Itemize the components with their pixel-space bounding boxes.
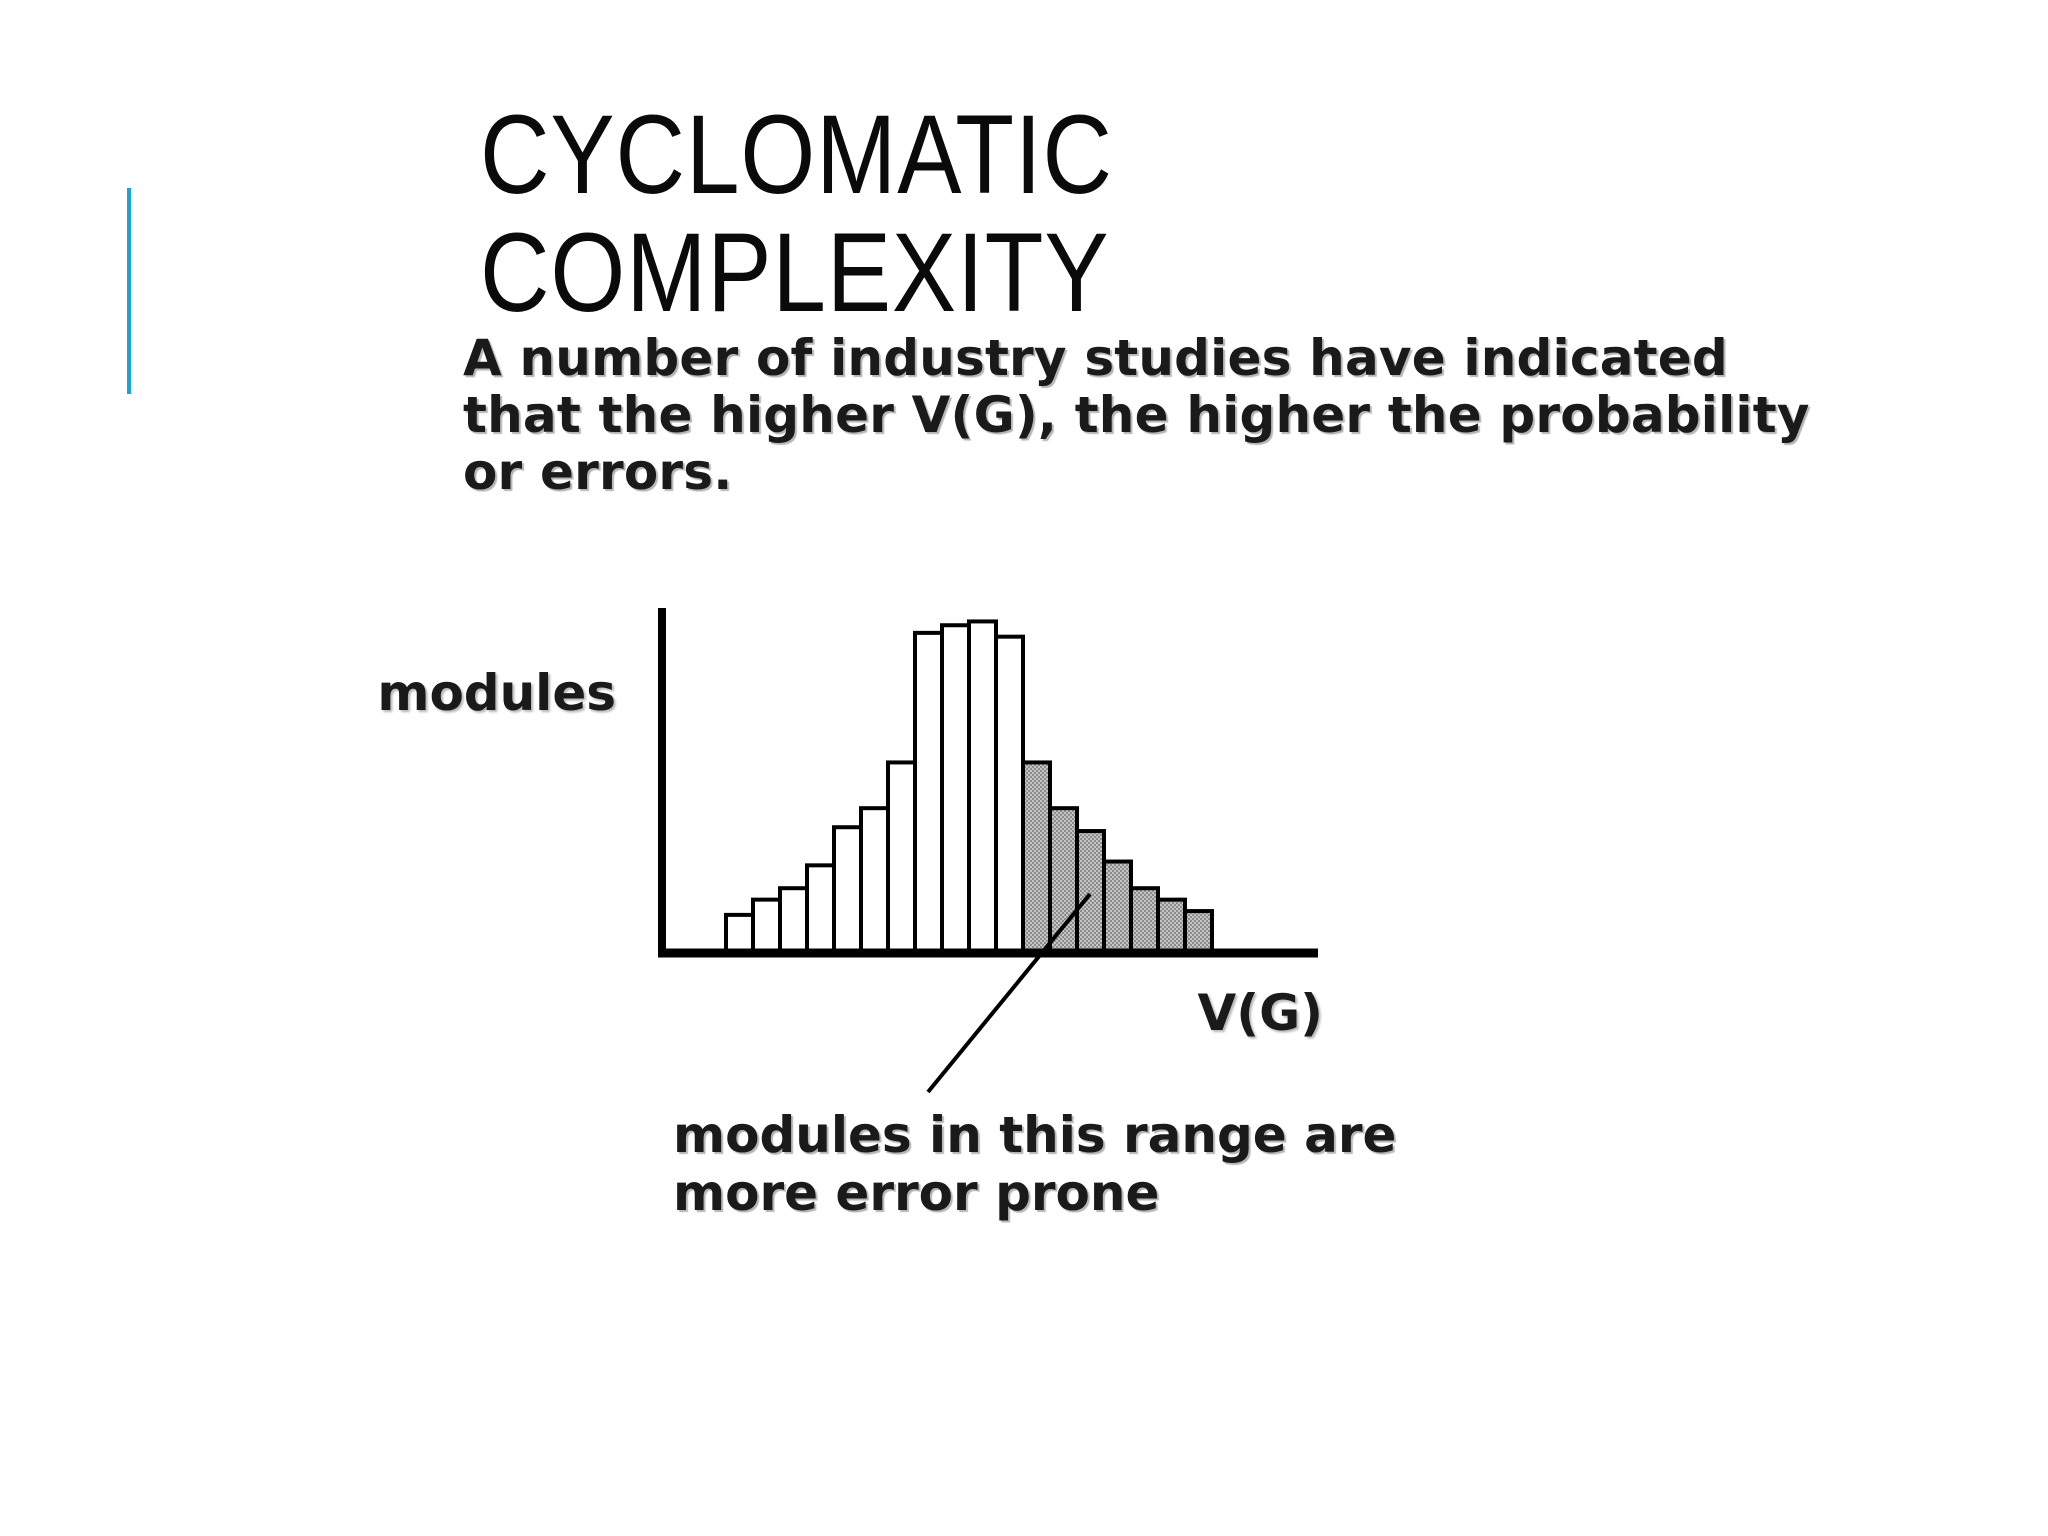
bar xyxy=(913,630,944,955)
bar xyxy=(940,623,971,955)
bar xyxy=(805,863,836,955)
bar xyxy=(751,897,782,956)
bar-error-prone xyxy=(1048,806,1079,956)
callout-text: modules in this range are more error pro… xyxy=(673,1106,1396,1222)
bar-error-prone xyxy=(1183,909,1214,955)
bar xyxy=(967,619,998,956)
bar-error-prone xyxy=(1156,897,1187,956)
bar-error-prone xyxy=(1021,760,1052,956)
callout-pointer-line xyxy=(926,892,1092,1094)
bar xyxy=(859,806,890,956)
bar xyxy=(832,825,863,956)
slide-title: CYCLOMATIC COMPLEXITY xyxy=(480,96,1113,332)
callout-line-2: more error prone xyxy=(673,1164,1160,1222)
bar xyxy=(994,634,1025,956)
bar xyxy=(886,760,917,956)
bars-group xyxy=(724,619,1214,956)
accent-bar xyxy=(127,188,131,394)
bar-error-prone xyxy=(1075,829,1106,955)
body-text: A number of industry studies have indica… xyxy=(463,329,1810,501)
bar xyxy=(724,912,755,956)
bar xyxy=(778,886,809,956)
title-line-1: CYCLOMATIC xyxy=(480,92,1113,217)
callout-line-1: modules in this range are xyxy=(673,1106,1397,1164)
title-line-2: COMPLEXITY xyxy=(480,210,1110,335)
x-axis-label: V(G) xyxy=(1198,984,1323,1042)
bar-error-prone xyxy=(1102,859,1133,955)
bar-error-prone xyxy=(1129,886,1160,956)
y-axis-label: modules xyxy=(377,664,616,722)
